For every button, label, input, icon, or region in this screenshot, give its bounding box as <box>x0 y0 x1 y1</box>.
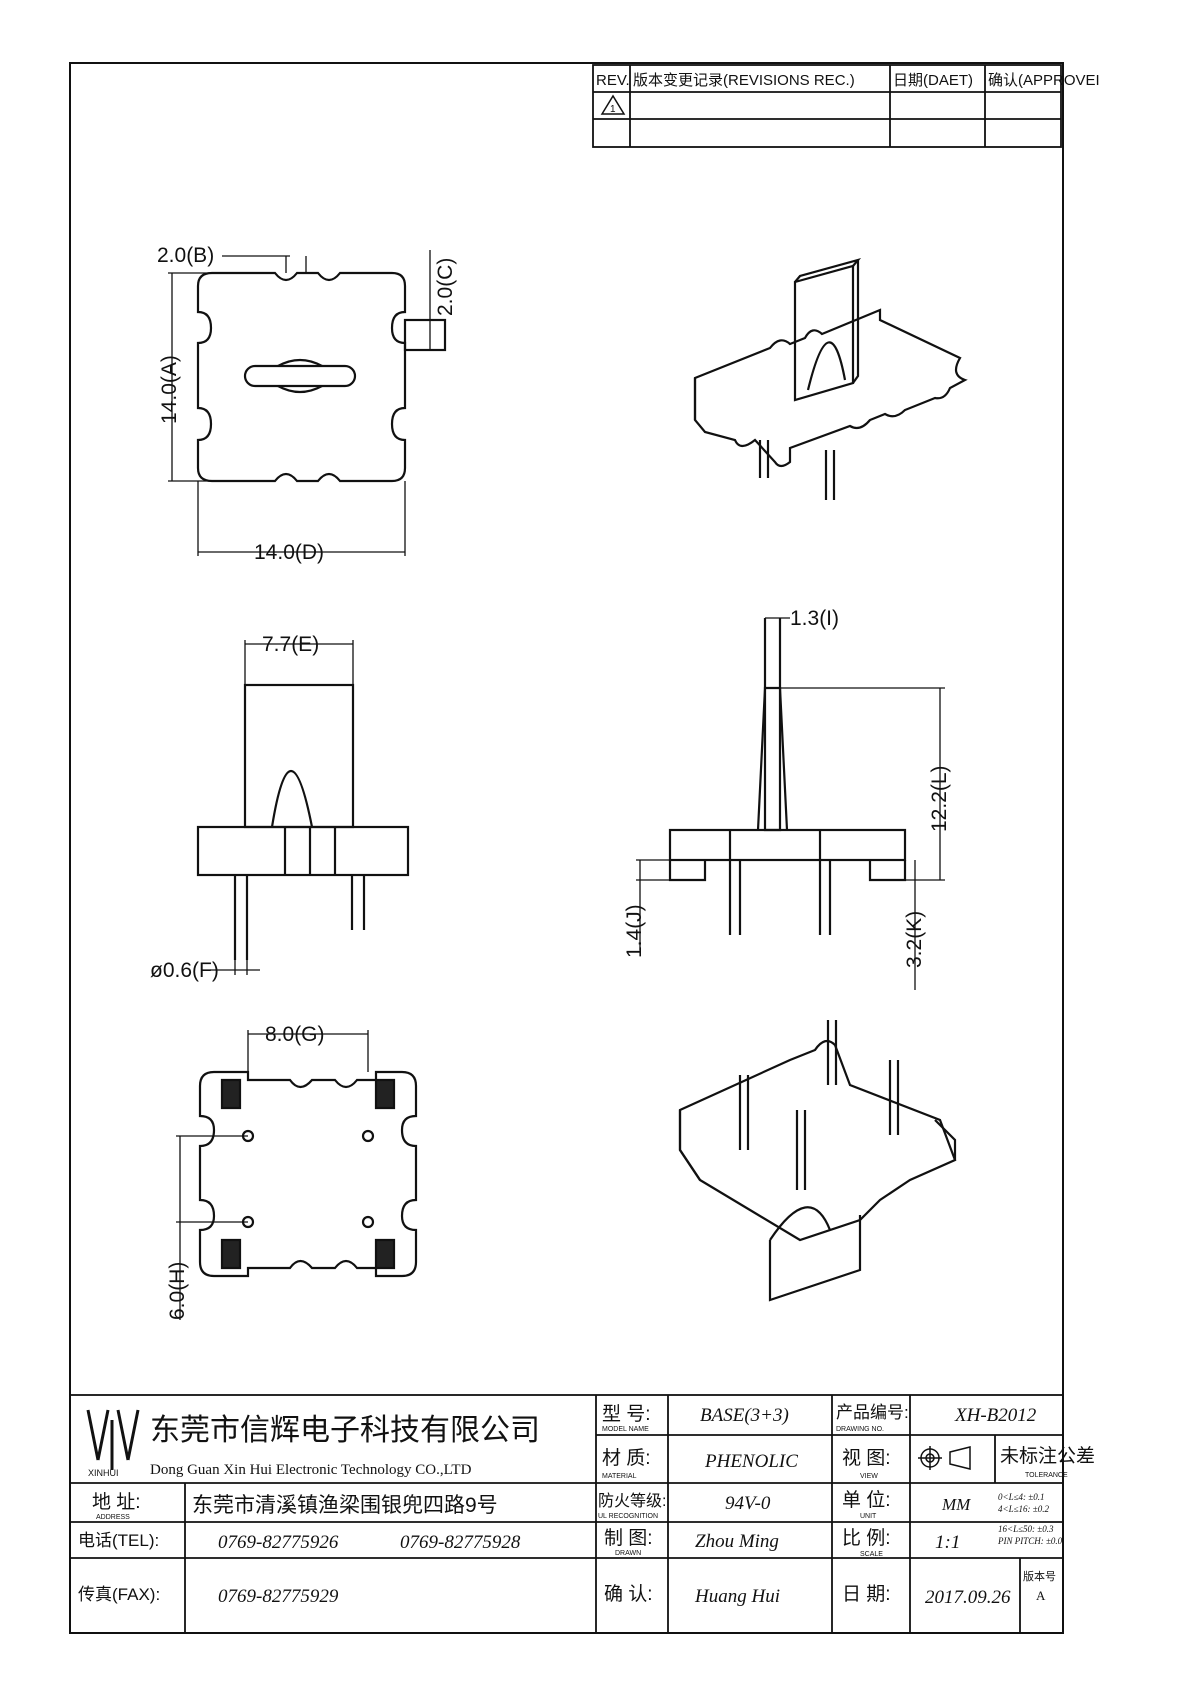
dim-j-label: 1.4(J) <box>623 904 646 958</box>
isometric-view-top <box>693 258 968 500</box>
top-view <box>196 271 447 483</box>
tolerance-row-2: 4<L≤16: ±0.2 <box>998 1504 1049 1514</box>
product-no-label-en: DRAWING NO. <box>836 1426 884 1433</box>
tolerance-label: 未标注公差 <box>1000 1445 1095 1467</box>
unit-label: 单 位: <box>842 1489 891 1511</box>
dim-a-label: 14.0(A) <box>158 355 181 424</box>
flame-label-en: UL RECOGNITION <box>598 1513 658 1520</box>
model-label-en: MODEL NAME <box>602 1426 649 1433</box>
dim-d-label: 14.0(D) <box>254 541 324 564</box>
top-view-dimensions <box>168 250 434 556</box>
unit-label-en: UNIT <box>860 1513 877 1520</box>
fax-label: 传真(FAX): <box>78 1585 160 1604</box>
date-header: 日期(DAET) <box>893 72 973 89</box>
drawn-label: 制 图: <box>604 1527 653 1549</box>
revisions-header: 版本变更记录(REVISIONS REC.) <box>633 72 855 89</box>
confirm-label: 确 认: <box>604 1583 653 1605</box>
view-label-en: VIEW <box>860 1473 878 1480</box>
drawn-value: Zhou Ming <box>695 1531 779 1552</box>
tel-1: 0769-82775926 <box>218 1532 339 1553</box>
company-name-cn: 东莞市信辉电子科技有限公司 <box>150 1414 540 1447</box>
tolerance-label-en: TOLERANCE <box>1025 1472 1068 1479</box>
approve-header: 确认(APPROVEI <box>988 72 1100 89</box>
fax-value: 0769-82775929 <box>218 1586 339 1607</box>
confirm-value: Huang Hui <box>694 1586 780 1607</box>
tel-2: 0769-82775928 <box>400 1532 521 1553</box>
tolerance-row-1: 0<L≤4: ±0.1 <box>998 1492 1044 1502</box>
bottom-view <box>198 1070 418 1278</box>
front-view-dimensions <box>210 640 354 975</box>
company-name-en: Dong Guan Xin Hui Electronic Technology … <box>150 1462 472 1478</box>
revision-table <box>592 64 1062 148</box>
model-label: 型 号: <box>602 1403 651 1425</box>
scale-value: 1:1 <box>935 1532 960 1553</box>
scale-label: 比 例: <box>842 1527 891 1549</box>
material-label: 材 质: <box>602 1447 651 1469</box>
drawn-label-en: DRAWN <box>615 1550 641 1557</box>
dim-h-label: 6.0(H) <box>166 1262 189 1320</box>
side-view-dimensions <box>636 617 945 990</box>
front-view <box>196 683 410 960</box>
dim-i-label: 1.3(I) <box>790 607 839 630</box>
tolerance-row-4: PIN PITCH: ±0.0 <box>997 1536 1063 1546</box>
material-value: PHENOLIC <box>704 1451 798 1472</box>
address-label: 地 址: <box>92 1491 141 1513</box>
address-value: 东莞市清溪镇渔梁围银兜四路9号 <box>192 1494 498 1517</box>
title-block-grid <box>69 1394 1064 1634</box>
dim-g-label: 8.0(G) <box>265 1023 325 1046</box>
projection-symbol-icon <box>918 1446 971 1470</box>
dim-e-label: 7.7(E) <box>262 633 319 656</box>
model-value: BASE(3+3) <box>700 1405 789 1426</box>
isometric-view-bottom <box>678 1020 957 1302</box>
product-no-value: XH-B2012 <box>954 1405 1037 1426</box>
tolerance-row-3: 16<L≤50: ±0.3 <box>998 1524 1054 1534</box>
version-value: A <box>1036 1588 1046 1603</box>
dim-k-label: 3.2(K) <box>903 911 926 968</box>
address-label-en: ADDRESS <box>96 1514 130 1521</box>
svg-text:1: 1 <box>610 104 616 115</box>
date-label: 日 期: <box>842 1583 891 1605</box>
dim-c-label: 2.0(C) <box>434 258 457 316</box>
product-no-label: 产品编号: <box>836 1403 909 1422</box>
rev-header: REV. <box>596 72 630 89</box>
material-label-en: MATERIAL <box>602 1473 637 1480</box>
dim-f-label: ø0.6(F) <box>150 959 219 982</box>
scale-label-en: SCALE <box>860 1551 883 1558</box>
dim-l-label: 12.2(L) <box>928 765 951 832</box>
unit-value: MM <box>941 1495 971 1514</box>
date-value: 2017.09.26 <box>925 1587 1011 1608</box>
drawing-frame <box>69 62 1064 1634</box>
version-label: 版本号 <box>1023 1569 1056 1583</box>
view-label: 视 图: <box>842 1447 891 1469</box>
svg-text:XINHUI: XINHUI <box>88 1468 119 1478</box>
side-view <box>668 618 907 935</box>
flame-value: 94V-0 <box>725 1493 771 1514</box>
revision-triangle-icon: 1 <box>600 94 626 115</box>
tel-label: 电话(TEL): <box>78 1531 159 1550</box>
company-logo: XINHUI <box>86 1409 140 1478</box>
flame-label: 防火等级: <box>598 1492 666 1510</box>
bottom-view-dimensions <box>176 1030 369 1320</box>
dim-b-label: 2.0(B) <box>157 244 214 267</box>
